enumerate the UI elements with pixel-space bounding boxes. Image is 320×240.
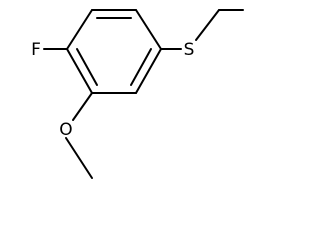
oxygen-atom-label: O bbox=[59, 120, 72, 140]
fluorine-atom-label: F bbox=[31, 40, 41, 60]
ring-bond-bottom-left bbox=[66, 48, 93, 94]
sulfur-atom-label: S bbox=[184, 40, 195, 60]
molecule-structure: F S O bbox=[31, 9, 244, 179]
ring-double-bond-left bbox=[76, 48, 98, 86]
ring-bond-bottom-right bbox=[135, 48, 162, 94]
bond-ring-oxygen bbox=[72, 92, 93, 121]
structure-canvas: F S O bbox=[31, 9, 244, 179]
ring-bond-top-left bbox=[66, 9, 93, 50]
ring-double-bond-right bbox=[130, 48, 152, 86]
bond-sulfur-ch2 bbox=[195, 9, 220, 41]
bond-oxygen-methyl bbox=[65, 137, 93, 179]
ring-bond-top-right bbox=[135, 9, 162, 50]
